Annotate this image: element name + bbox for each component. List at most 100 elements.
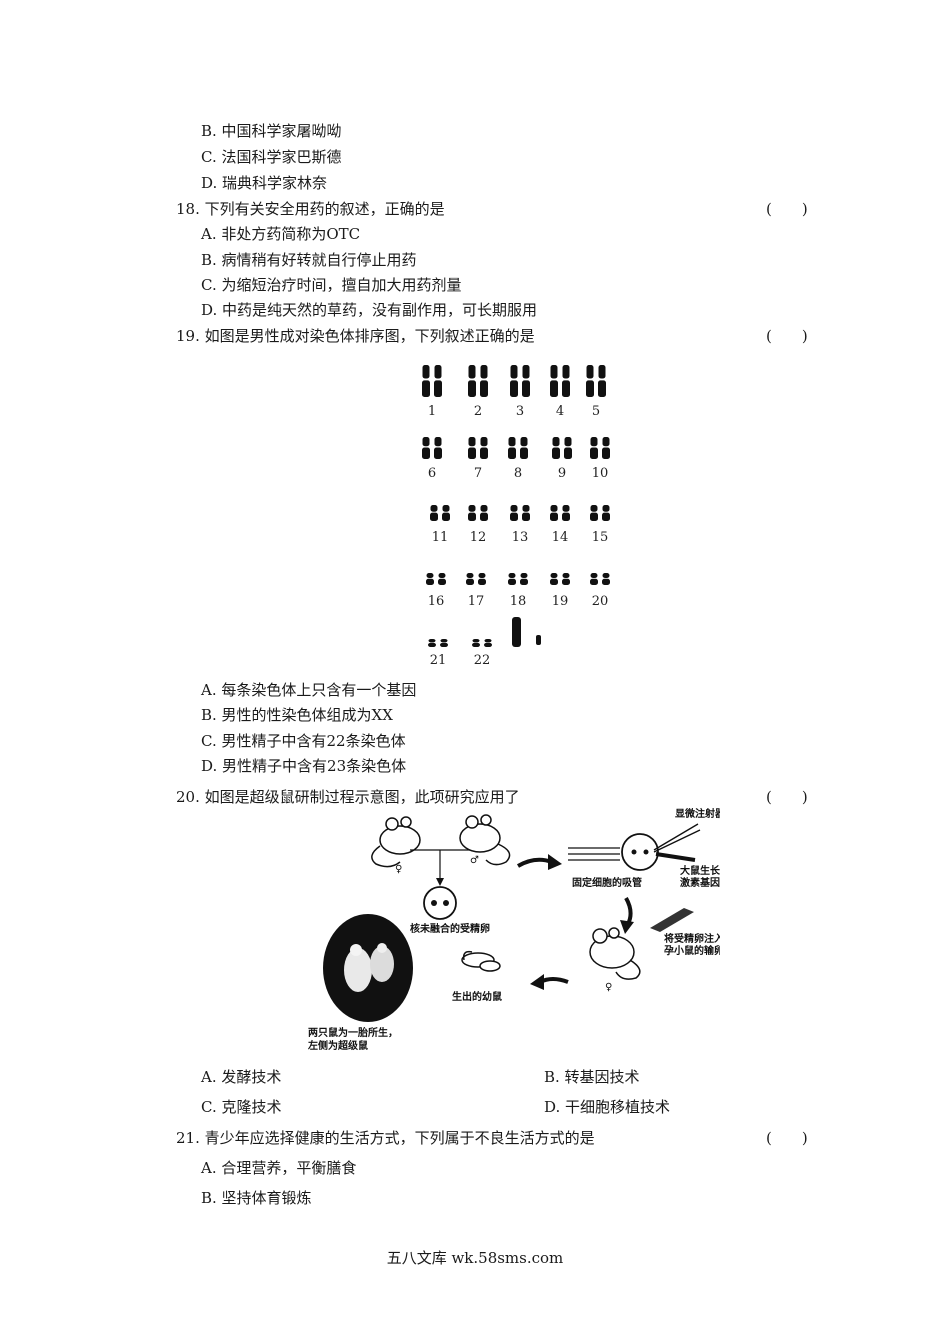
chromosome-pair-20 (590, 573, 610, 585)
egg-label: 核未融合的受精卵 (410, 922, 490, 935)
female-parent-mouse (371, 816, 421, 868)
q20-option-a: A. 发酵技术 (201, 1068, 282, 1086)
chromosome-pair-13 (510, 505, 530, 521)
gene-label-1: 大鼠生长 (680, 864, 720, 877)
q18-option-d: D. 中药是纯天然的草药，没有副作用，可长期服用 (201, 301, 538, 319)
q21-option-a: A. 合理营养，平衡膳食 (201, 1159, 357, 1177)
q20-option-c: C. 克隆技术 (201, 1098, 282, 1116)
chromosome-pair-1 (422, 365, 442, 397)
q20-answer-paren: ( ) (766, 788, 808, 806)
q21-answer-paren: ( ) (766, 1129, 808, 1147)
footer-watermark: 五八文库 wk.58sms.com (386, 1249, 564, 1267)
chromosome-label-15: 15 (592, 530, 609, 545)
chromosome-label-19: 19 (552, 594, 569, 609)
surrogate-mouse (589, 908, 694, 980)
chromosome-pair-6 (422, 437, 442, 459)
female-symbol-2: ♀ (605, 982, 612, 993)
q19-option-c: C. 男性精子中含有22条染色体 (201, 732, 406, 750)
chromosome-label-3: 3 (516, 404, 524, 419)
female-symbol-1: ♀ (395, 864, 402, 875)
q19-option-b: B. 男性的性染色体组成为XX (201, 706, 393, 724)
chromosome-pair-2 (468, 365, 488, 397)
curved-arrow-icon-1 (516, 857, 553, 868)
chromosome-label-22: 22 (474, 653, 491, 668)
chromosome-pair-12 (468, 505, 488, 521)
q20-option-d: D. 干细胞移植技术 (544, 1098, 671, 1116)
chromosome-label-9: 9 (558, 466, 566, 481)
chromosome-pair-3 (510, 365, 530, 397)
chromosome-label-11: 11 (432, 530, 449, 545)
inject-label-1: 将受精卵注入到代 (664, 932, 720, 945)
injector-label: 显微注射器 (675, 807, 720, 820)
chromosome-label-20: 20 (592, 594, 609, 609)
chromosome-label-14: 14 (552, 530, 569, 545)
chromosome-pair-11 (430, 505, 450, 521)
injection-diagram (568, 823, 701, 871)
pups (461, 950, 501, 972)
chromosome-pair-9 (552, 437, 572, 459)
chromosome-pair-16 (426, 573, 446, 585)
chromosome-label-16: 16 (428, 594, 445, 609)
curved-arrow-icon-2 (624, 897, 633, 925)
q18-answer-paren: ( ) (766, 200, 808, 218)
chromosome-pair-4 (550, 365, 570, 397)
chromosome-pair-15 (590, 505, 610, 521)
cross-lines (410, 849, 470, 880)
q18-stem: 18. 下列有关安全用药的叙述，正确的是 (176, 200, 445, 218)
chromosome-label-8: 8 (514, 466, 522, 481)
chromosome-pair-18 (508, 573, 528, 585)
chromosome-pair-14 (550, 505, 570, 521)
q21-option-b: B. 坚持体育锻炼 (201, 1189, 312, 1207)
curved-arrow-icon-3 (539, 977, 569, 984)
chromosome-label-10: 10 (592, 466, 609, 481)
down-arrow-icon (436, 878, 444, 886)
chromosome-label-18: 18 (510, 594, 527, 609)
q20-option-b: B. 转基因技术 (544, 1068, 640, 1086)
chromosome-label-17: 17 (468, 594, 485, 609)
gene-label-2: 激素基因 (680, 876, 720, 889)
q19-stem: 19. 如图是男性成对染色体排序图，下列叙述正确的是 (176, 327, 535, 345)
chromosome-pair-21 (428, 639, 448, 647)
chromosome-pair-17 (466, 573, 486, 585)
q21-stem: 21. 青少年应选择健康的生活方式，下列属于不良生活方式的是 (176, 1129, 595, 1147)
q19-answer-paren: ( ) (766, 327, 808, 345)
chromosome-label-7: 7 (474, 466, 482, 481)
chromosome-pair-22 (472, 639, 492, 647)
pipette-label: 固定细胞的吸管 (572, 876, 642, 889)
q17-option-c: C. 法国科学家巴斯德 (201, 148, 342, 166)
male-parent-mouse (459, 814, 511, 866)
q19-option-d: D. 男性精子中含有23条染色体 (201, 757, 407, 775)
chromosome-label-1: 1 (428, 404, 436, 419)
q20-stem: 20. 如图是超级鼠研制过程示意图，此项研究应用了 (176, 788, 520, 806)
chromosome-label-2: 2 (474, 404, 482, 419)
fertilized-egg (423, 886, 457, 920)
super-mouse-photo (323, 914, 413, 1022)
chromosome-label-13: 13 (512, 530, 529, 545)
q17-option-d: D. 瑞典科学家林奈 (201, 174, 328, 192)
chromosome-label-21: 21 (430, 653, 447, 668)
chromosome-label-6: 6 (428, 466, 436, 481)
chromosome-pair-8 (508, 437, 528, 459)
chromosome-pair-7 (468, 437, 488, 459)
caption-label-2: 左侧为超级鼠 (307, 1039, 368, 1052)
chromosome-pair-10 (590, 437, 610, 459)
q19-option-a: A. 每条染色体上只含有一个基因 (201, 681, 417, 699)
q18-option-c: C. 为缩短治疗时间，擅自加大用药剂量 (201, 276, 462, 294)
inject-label-2: 孕小鼠的输卵管 (664, 944, 720, 957)
q18-option-a: A. 非处方药简称为OTC (201, 225, 361, 243)
sex-chromosomes-xy (512, 617, 541, 647)
pups-label: 生出的幼鼠 (452, 990, 502, 1003)
q17-option-b: B. 中国科学家屠呦呦 (201, 122, 342, 140)
chromosome-pair-5 (586, 365, 606, 397)
q18-option-b: B. 病情稍有好转就自行停止用药 (201, 251, 417, 269)
chromosome-pair-19 (550, 573, 570, 585)
chromosome-label-4: 4 (556, 404, 564, 419)
chromosome-label-12: 12 (470, 530, 487, 545)
super-mouse-svg: ♀ ♂ 核未融合的受精卵 显微注射器 固定细胞的吸管 大鼠生长 (307, 807, 744, 1052)
male-symbol: ♂ (470, 855, 479, 866)
chromosome-label-5: 5 (592, 404, 600, 419)
super-mouse-figure: ♀ ♂ 核未融合的受精卵 显微注射器 固定细胞的吸管 大鼠生长 (300, 800, 744, 1060)
caption-label-1: 两只鼠为一胎所生， (308, 1026, 398, 1039)
